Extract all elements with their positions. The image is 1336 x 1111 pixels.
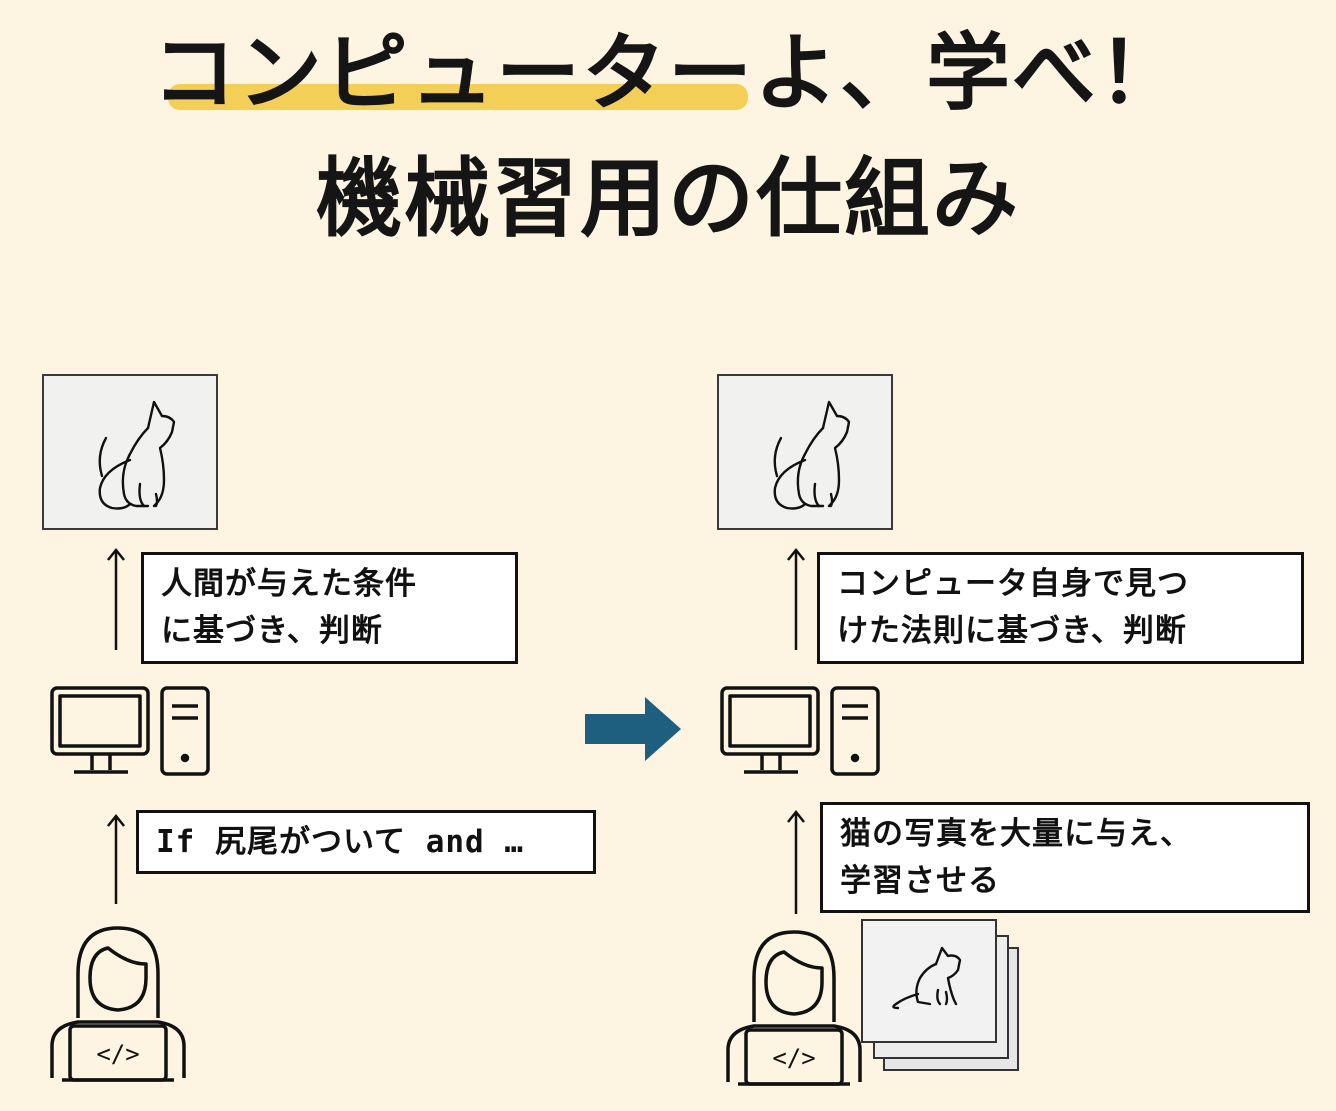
transition-arrow [585,697,681,761]
desktop-computer-icon [720,686,880,776]
left-lower-arrow [107,813,125,904]
code-glyph: </> [96,1040,139,1068]
right-output-image [717,374,893,530]
cat-photo-stack-icon [861,919,1019,1071]
right-input-label: 猫の写真を大量に与え、 学習させる [820,802,1310,913]
page-title-line2: 機械習用の仕組み [316,149,1020,249]
programmer-with-laptop-icon: </> [726,930,862,1086]
left-output-image [42,374,218,530]
cat-sitting-icon [98,400,176,510]
right-lower-arrow [787,809,805,914]
cat-sitting-icon [773,400,851,510]
code-glyph: </> [772,1044,815,1072]
left-upper-arrow [107,547,125,650]
right-output-label: コンピュータ自身で見つ けた法則に基づき、判断 [817,552,1304,664]
right-upper-arrow [787,547,805,650]
programmer-with-laptop-icon: </> [50,926,186,1082]
page-title-line1: コンピューターよ、学べ！ [151,24,1184,122]
left-input-label: If 尻尾がついて and … [136,810,596,874]
desktop-computer-icon [50,686,210,776]
title-highlight [168,84,748,110]
left-output-label: 人間が与えた条件 に基づき、判断 [141,552,518,664]
